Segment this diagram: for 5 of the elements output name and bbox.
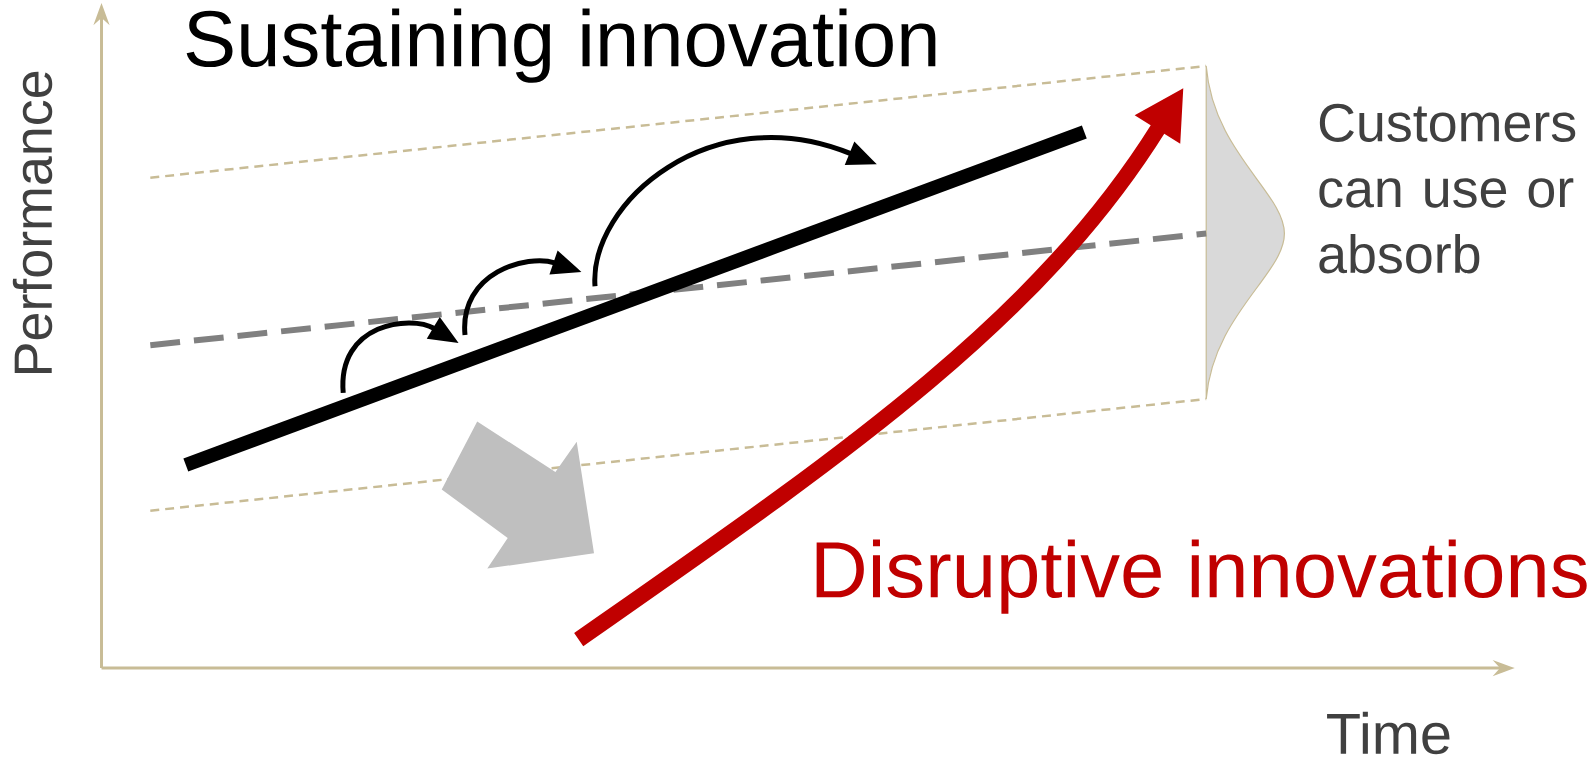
heading: Sustaining innovation [186,8,936,83]
heading: Disruptive innovations [816,539,1587,614]
axis-label: Performance [12,71,53,373]
caption: Customers can use or absorb [1319,103,1576,274]
axis-label: Time [1327,711,1450,755]
